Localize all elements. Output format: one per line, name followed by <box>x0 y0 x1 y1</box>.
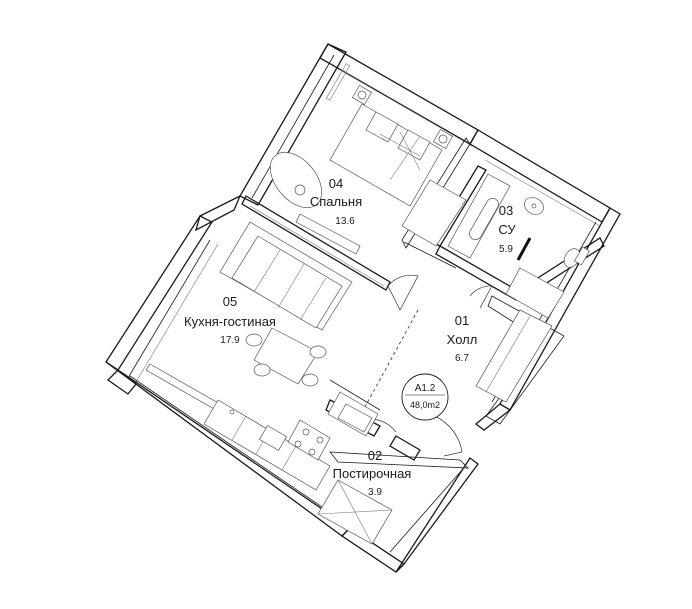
room-area: 17.9 <box>220 335 240 346</box>
bedroom-furniture <box>270 63 467 255</box>
room-area: 3.9 <box>368 487 382 498</box>
bathroom-fixtures <box>447 173 590 319</box>
laundry-fixtures <box>317 479 393 545</box>
doors <box>359 274 493 457</box>
kitchen-furniture <box>203 391 379 491</box>
apartment-total-area: 48,0m2 <box>410 400 440 410</box>
room-name: Постирочная <box>333 466 412 481</box>
room-number: 01 <box>455 313 469 328</box>
room-label-bathroom: 03 СУ 5.9 <box>498 203 516 255</box>
stove-icon <box>287 419 331 461</box>
hall-furniture <box>475 309 553 403</box>
room-name: Кухня-гостиная <box>184 314 276 329</box>
room-name: СУ <box>498 222 516 237</box>
room-area: 5.9 <box>499 244 513 255</box>
room-number: 04 <box>329 176 343 191</box>
room-number: 03 <box>499 203 513 218</box>
room-number: 02 <box>368 448 382 463</box>
apartment-code: A1.2 <box>415 383 436 394</box>
apartment-badge: A1.2 48,0m2 <box>401 373 449 421</box>
room-area: 6.7 <box>455 353 469 364</box>
room-label-bedroom: 04 Спальня 13.6 <box>310 176 362 227</box>
armchair-icon <box>270 151 322 209</box>
room-label-laundry: 02 Постирочная 3.9 <box>333 448 412 498</box>
room-name: Спальня <box>310 194 362 209</box>
room-name: Холл <box>447 332 478 347</box>
room-label-hall: 01 Холл 6.7 <box>447 313 478 364</box>
living-furniture <box>145 221 353 411</box>
room-label-kitchen-living: 05 Кухня-гостиная 17.9 <box>184 294 276 346</box>
room-area: 13.6 <box>335 216 355 227</box>
room-number: 05 <box>223 294 237 309</box>
dining-table-icon <box>253 327 319 385</box>
